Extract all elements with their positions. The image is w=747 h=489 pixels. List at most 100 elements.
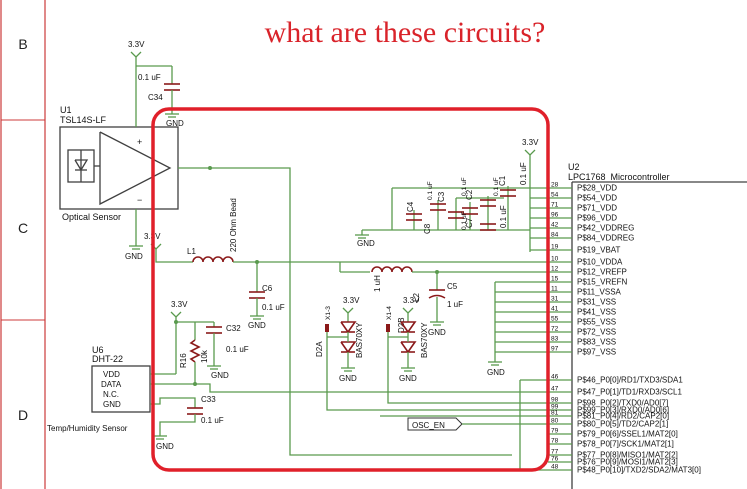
l1-ref: L1 <box>187 247 196 256</box>
u2-ref: U2 <box>568 162 580 172</box>
u6-support-net: 3.3V C32 0.1 uF GND R16 10k C33 0.1 uF G… <box>150 300 548 451</box>
u2-pin-number: 71 <box>551 202 559 209</box>
u1-ref: U1 <box>60 105 72 115</box>
d2b-diode[interactable]: X1-4 D2B 3.3V BAS70XY GND <box>386 296 548 404</box>
u2-pin-number: 15 <box>551 276 559 283</box>
decoupling-bank[interactable]: 3.3V 0.1 uF GND C4 C3 C8 C2 C7 <box>355 138 548 252</box>
supply-label-d2a: 3.3V <box>343 296 360 305</box>
u2-pin-number: 54 <box>551 192 559 199</box>
u1-optical-sensor[interactable]: U1 TSL14S-LF + − Optical Sensor <box>59 105 179 222</box>
osc-en-net-label[interactable]: OSC_EN <box>407 417 548 431</box>
sheet-frame: B C D <box>0 0 46 489</box>
c5-value: 1 uF <box>447 300 463 309</box>
u2-pin-number: 96 <box>551 212 559 219</box>
c2-ref: C2 <box>465 189 474 200</box>
supply-label-u6: 3.3V <box>171 300 188 309</box>
c34-ref: C34 <box>148 93 163 102</box>
gnd-label-vss: GND <box>487 368 505 377</box>
u6-pin-data: DATA <box>101 380 122 389</box>
gnd-label-bank: GND <box>357 239 375 248</box>
u6-body <box>91 365 151 413</box>
r16-value: 10k <box>200 349 209 363</box>
c6-value: 0.1 uF <box>262 303 285 312</box>
u2-pin-name: P$81_P0[4]/RD2/CAP2[0] <box>577 412 669 421</box>
zone-label-c: C <box>18 220 28 236</box>
u2-pin-name: P$54_VDD <box>577 194 617 203</box>
u1-plus: + <box>137 137 142 147</box>
u2-pin-number: 47 <box>551 386 559 393</box>
u2-pin-name: P$78_P0[7]/SCK1/MAT2[1] <box>577 440 674 449</box>
gnd-label-c34: GND <box>166 119 184 128</box>
c3-ref: C3 <box>437 191 446 202</box>
supply-label-d2b: 3.3V <box>403 296 420 305</box>
u2-pin-number: 11 <box>551 286 558 293</box>
u2-pin-name: P$84_VDDREG <box>577 234 634 243</box>
u2-pin-number: 10 <box>551 256 559 263</box>
u2-pin-name: P$48_P0[10]/TXD2/SDA2/MAT3[0] <box>577 466 701 475</box>
u2-pin-number: 55 <box>551 316 559 323</box>
l2-vref-filter[interactable]: 1 uH L2 C5 1 uF GND <box>339 262 548 337</box>
d2b-diode-icon <box>400 321 417 334</box>
d2a-diode[interactable]: X1-3 D2A 3.3V BAS70XY GND <box>315 296 548 411</box>
u6-ref: U6 <box>92 345 104 355</box>
u2-pin-number: 97 <box>551 346 559 353</box>
gnd-label-c6: GND <box>248 321 266 330</box>
osc-en-text: OSC_EN <box>412 421 445 430</box>
u6-part: DHT-22 <box>92 354 123 364</box>
u2-pin-name: P$42_VDDREG <box>577 224 634 233</box>
u2-pin-number: 42 <box>551 222 559 229</box>
c5-ref: C5 <box>447 282 458 291</box>
u2-pin-name: P$31_VSS <box>577 298 616 307</box>
d2b-pin: X1-4 <box>386 306 393 320</box>
gnd-label-c5: GND <box>428 328 446 337</box>
u1-part: TSL14S-LF <box>60 115 107 125</box>
u2-pin-number: 72 <box>551 326 559 333</box>
gnd-label-c32: GND <box>211 371 229 380</box>
d2a-ref: D2A <box>315 341 324 357</box>
c33-ref: C33 <box>201 395 216 404</box>
u2-pin-name: P$72_VSS <box>577 328 616 337</box>
supply-label-u1: 3.3V <box>128 40 145 49</box>
c33-value: 0.1 uF <box>201 416 224 425</box>
d2b-value: BAS70XY <box>420 322 429 358</box>
u2-pin-number: 80 <box>551 418 559 425</box>
l2-inductor-icon <box>371 266 413 273</box>
d2a-pin: X1-3 <box>325 306 332 320</box>
u2-pin-name: P$77_P0[8]/MISO1/MAT2[2] <box>577 451 678 460</box>
c32-value: 0.1 uF <box>226 345 249 354</box>
u2-pin-number: 98 <box>551 397 559 404</box>
c8-value: 0.1 uF <box>461 211 468 230</box>
opamp-triangle-icon <box>99 131 172 206</box>
u2-pin-number: 99 <box>551 404 559 411</box>
u2-pin-name: P$80_P0[5]/TD2/CAP2[1] <box>577 420 668 429</box>
u2-pin-number: 81 <box>551 410 559 417</box>
r16-resistor-icon <box>189 339 201 363</box>
u2-pin-number: 28 <box>551 182 559 189</box>
bank-top-value: 0.1 uF <box>519 162 528 185</box>
c2-value: 0.1 uF <box>461 177 468 196</box>
r16-ref: R16 <box>179 353 188 368</box>
u2-pin-name: P$96_VDD <box>577 214 617 223</box>
u2-pin-number: 76 <box>551 456 559 463</box>
l1-value: 220 Ohm Bead <box>229 198 238 252</box>
u2-pin-number: 46 <box>551 374 559 381</box>
c4-ref: C4 <box>406 201 415 212</box>
u2-pin-name: P$12_VREFP <box>577 268 627 277</box>
u2-pin-name: P$46_P0[0]/RD1/TXD3/SDA1 <box>577 376 683 385</box>
u2-pin-number: 77 <box>551 449 559 456</box>
c34-value: 0.1 uF <box>138 73 161 82</box>
u2-pin-name: P$11_VSSA <box>577 288 622 297</box>
u2-pin-name: P$41_VSS <box>577 308 616 317</box>
highlight-outline <box>151 107 550 472</box>
u2-pin-name: P$97_VSS <box>577 348 616 357</box>
zone-label-d: D <box>18 407 28 423</box>
vss-ground-bus: GND <box>487 281 548 377</box>
u2-pin-name: P$15_VREFN <box>577 278 627 287</box>
l2-value: 1 uH <box>373 275 382 292</box>
u2-pin-name: P$83_VSS <box>577 338 616 347</box>
u2-part: LPC1768_Microcontroller <box>568 172 670 182</box>
u6-dht22[interactable]: U6 DHT-22 VDD DATA N.C. GND Temp/Humidit… <box>47 345 151 433</box>
c1-ref: C1 <box>498 175 507 186</box>
